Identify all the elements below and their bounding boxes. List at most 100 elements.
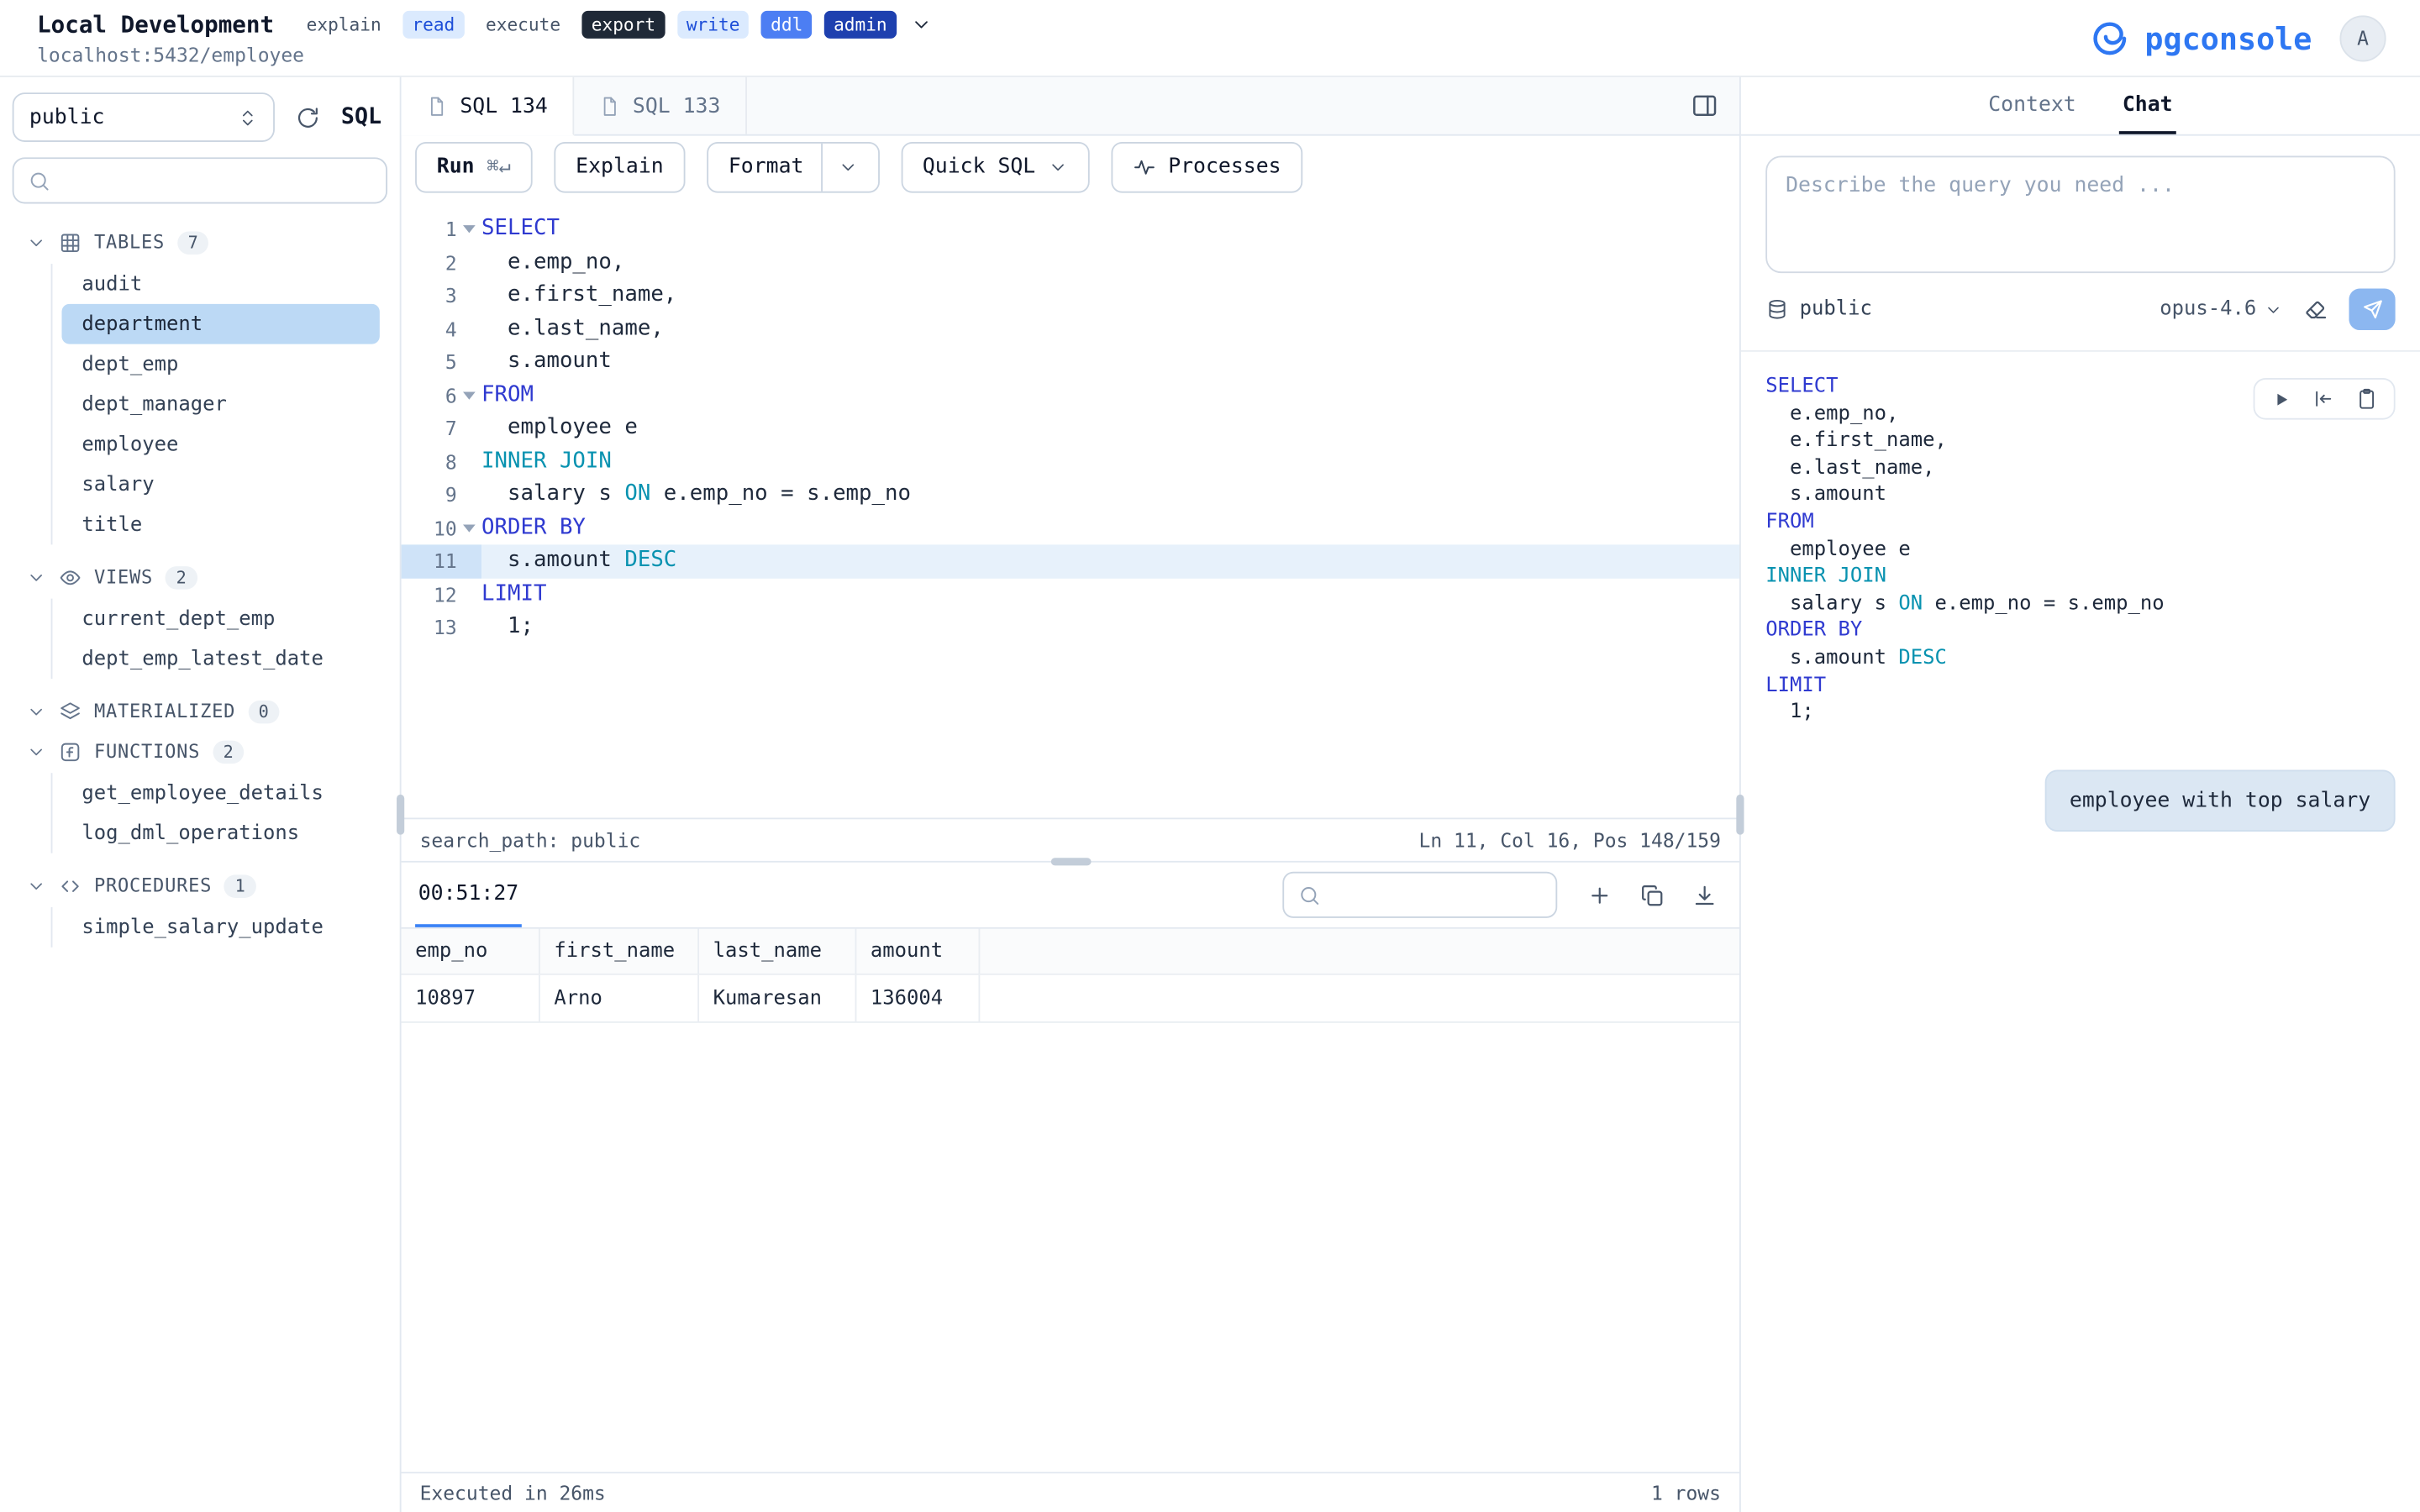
tree-item-audit[interactable]: audit — [61, 264, 379, 304]
model-selector[interactable]: opus-4.6 — [2160, 297, 2282, 321]
line-content[interactable]: employee e — [481, 412, 1739, 444]
tree-item-department[interactable]: department — [61, 304, 379, 344]
line-content[interactable]: salary s ON e.emp_no = s.emp_no — [481, 478, 1739, 511]
copy-icon[interactable] — [1639, 882, 1665, 908]
processes-button[interactable]: Processes — [1111, 141, 1302, 192]
results-search[interactable] — [1282, 872, 1557, 918]
tree-item-title[interactable]: title — [61, 505, 379, 545]
line-gutter: 7 — [402, 412, 482, 444]
editor-line-1[interactable]: 1SELECT — [402, 213, 1739, 245]
format-menu-toggle[interactable] — [821, 143, 858, 191]
database-icon — [1765, 297, 1789, 321]
avatar[interactable]: A — [2339, 14, 2386, 60]
tab-chat[interactable]: Chat — [2119, 77, 2175, 134]
sql-editor[interactable]: 1SELECT2 e.emp_no,3 e.first_name,4 e.las… — [402, 197, 1739, 817]
tree-section-materialized[interactable]: MATERIALIZED0 — [0, 691, 400, 732]
fold-icon[interactable] — [457, 391, 481, 399]
tree-item-dept_emp[interactable]: dept_emp — [61, 344, 379, 385]
tree-item-dept_emp_latest_date[interactable]: dept_emp_latest_date — [61, 638, 379, 679]
prompt-input[interactable] — [1786, 173, 2375, 256]
editor-line-8[interactable]: 8INNER JOIN — [402, 445, 1739, 478]
clipboard-icon[interactable] — [2355, 387, 2379, 411]
tree-item-employee[interactable]: employee — [61, 424, 379, 465]
send-button[interactable] — [2349, 288, 2396, 330]
results-drag-handle[interactable] — [1050, 858, 1091, 865]
tree-item-simple_salary_update[interactable]: simple_salary_update — [61, 907, 379, 948]
tree-section-functions[interactable]: FUNCTIONS2 — [0, 732, 400, 772]
sidebar-search[interactable] — [13, 157, 387, 203]
download-icon[interactable] — [1691, 882, 1718, 908]
sidebar-search-input[interactable] — [61, 169, 371, 192]
format-button[interactable]: Format — [707, 141, 879, 192]
line-content[interactable]: e.last_name, — [481, 312, 1739, 345]
chat-resize-handle[interactable] — [1736, 795, 1744, 835]
editor-line-9[interactable]: 9 salary s ON e.emp_no = s.emp_no — [402, 478, 1739, 511]
tree-section-tables[interactable]: TABLES7 — [0, 222, 400, 262]
chevron-down-icon[interactable] — [1048, 156, 1068, 176]
explain-button[interactable]: Explain — [554, 141, 685, 192]
tree-item-current_dept_emp[interactable]: current_dept_emp — [61, 599, 379, 639]
tree-item-log_dml_operations[interactable]: log_dml_operations — [61, 813, 379, 853]
editor-line-5[interactable]: 5 s.amount — [402, 345, 1739, 378]
prompt-controls: public opus-4.6 — [1765, 288, 2395, 330]
quick-sql-button[interactable]: Quick SQL — [901, 141, 1089, 192]
editor-line-13[interactable]: 13 1; — [402, 611, 1739, 643]
results-search-input[interactable] — [1332, 884, 1542, 907]
results-tab[interactable]: 00:51:27 — [415, 863, 522, 927]
line-content[interactable]: 1; — [481, 611, 1739, 643]
sql-mode-toggle[interactable]: SQL — [341, 105, 381, 129]
run-button[interactable]: Run ⌘↵ — [415, 141, 533, 192]
context-schema[interactable]: public — [1765, 297, 1872, 321]
eraser-icon[interactable] — [2302, 297, 2328, 323]
fold-icon[interactable] — [457, 226, 481, 234]
sql-line: 1; — [1765, 699, 2395, 726]
column-header-emp_no[interactable]: emp_no — [402, 929, 540, 974]
editor-line-2[interactable]: 2 e.emp_no, — [402, 246, 1739, 279]
refresh-icon[interactable] — [295, 104, 321, 130]
result-row[interactable]: 10897ArnoKumaresan136004 — [402, 975, 1739, 1023]
editor-line-11[interactable]: 11 s.amount DESC — [402, 544, 1739, 577]
column-header-amount[interactable]: amount — [856, 929, 980, 974]
tree-item-dept_manager[interactable]: dept_manager — [61, 384, 379, 424]
column-header-last_name[interactable]: last_name — [699, 929, 856, 974]
schema-select[interactable]: public — [13, 92, 275, 142]
line-content[interactable]: s.amount — [481, 345, 1739, 378]
tree-section-procedures[interactable]: PROCEDURES1 — [0, 865, 400, 906]
tab-sql-134[interactable]: SQL 134 — [402, 77, 575, 136]
line-content[interactable]: SELECT — [481, 213, 1739, 245]
editor-line-12[interactable]: 12LIMIT — [402, 578, 1739, 611]
refresh-button[interactable] — [295, 104, 321, 130]
line-content[interactable]: LIMIT — [481, 578, 1739, 611]
prompt-box[interactable] — [1765, 156, 2395, 274]
fold-icon[interactable] — [457, 524, 481, 532]
editor-line-6[interactable]: 6FROM — [402, 379, 1739, 412]
line-number: 11 — [434, 544, 457, 577]
tree-item-get_employee_details[interactable]: get_employee_details — [61, 773, 379, 813]
line-content[interactable]: FROM — [481, 379, 1739, 412]
insert-icon[interactable] — [2312, 387, 2335, 411]
editor-line-3[interactable]: 3 e.first_name, — [402, 279, 1739, 312]
line-number: 7 — [445, 412, 457, 444]
sidebar-resize-handle[interactable] — [397, 795, 404, 835]
play-icon[interactable] — [2270, 388, 2292, 410]
chevron-down-icon[interactable] — [2264, 300, 2282, 318]
chevron-down-icon[interactable] — [910, 13, 932, 35]
line-content[interactable]: s.amount DESC — [481, 544, 1739, 577]
line-content[interactable]: e.emp_no, — [481, 246, 1739, 279]
tree-section-views[interactable]: VIEWS2 — [0, 557, 400, 597]
tab-context[interactable]: Context — [1986, 77, 2080, 134]
line-content[interactable]: ORDER BY — [481, 512, 1739, 544]
tree-item-salary[interactable]: salary — [61, 465, 379, 505]
editor-line-4[interactable]: 4 e.last_name, — [402, 312, 1739, 345]
column-header-first_name[interactable]: first_name — [540, 929, 699, 974]
columns-icon[interactable] — [1690, 91, 1719, 120]
connection-menu-toggle[interactable] — [910, 13, 932, 35]
clear-chat-button[interactable] — [2302, 297, 2328, 323]
editor-line-10[interactable]: 10ORDER BY — [402, 512, 1739, 544]
plus-icon[interactable] — [1586, 882, 1612, 908]
tab-sql-133[interactable]: SQL 133 — [574, 77, 747, 134]
editor-line-7[interactable]: 7 employee e — [402, 412, 1739, 444]
chevron-down-icon[interactable] — [838, 156, 858, 176]
line-content[interactable]: e.first_name, — [481, 279, 1739, 312]
line-content[interactable]: INNER JOIN — [481, 445, 1739, 478]
